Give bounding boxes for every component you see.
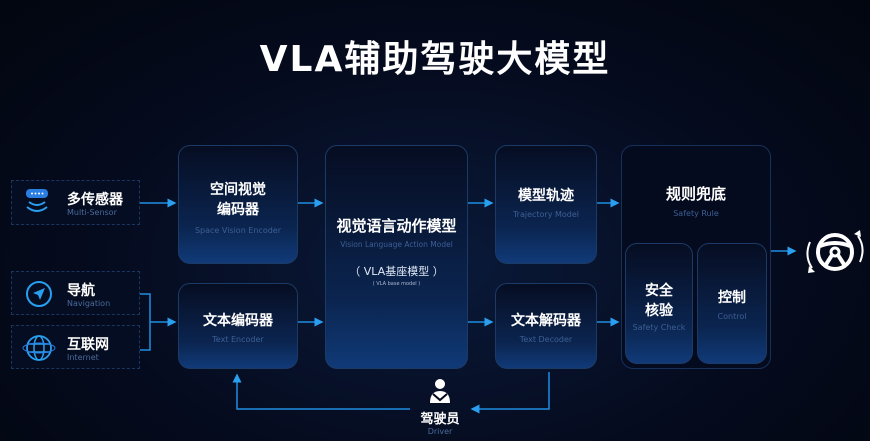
text-encoder-sublabel: Text Encoder [212,335,264,344]
input-internet: 互联网 Internet [11,325,140,369]
driver-sublabel: Driver [427,427,453,436]
driver-icon [430,379,450,403]
control-label: 控制 [718,290,746,306]
navigation-icon [26,281,52,307]
safety-check-label-2: 核验 [645,303,673,319]
input-sublabel: Multi-Sensor [67,208,117,217]
sensor-icon [26,189,48,212]
page-title: VLA辅助驾驶大模型 [259,39,611,80]
vla-base-sublabel: ( VLA base model ) [372,281,421,287]
text-decoder-label: 文本解码器 [511,313,581,329]
vla-sublabel: Vision Language Action Model [340,240,453,249]
safety-check-label-1: 安全 [645,283,673,299]
text-decoder-sublabel: Text Decoder [519,335,573,344]
trajectory-label: 模型轨迹 [518,188,574,204]
vla-label: 视觉语言动作模型 [336,217,457,235]
control-sublabel: Control [717,312,747,321]
globe-icon [22,335,56,361]
safety-rule-sublabel: Safety Rule [673,209,719,218]
space-vision-encoder-box: 空间视觉 编码器 Space Vision Encoder [178,145,298,264]
trajectory-sublabel: Trajectory Model [512,210,580,219]
text-decoder-box: 文本解码器 Text Decoder [495,283,597,369]
text-encoder-label: 文本编码器 [203,313,273,329]
vla-base-label: （ VLA基座模型 ） [349,265,444,278]
input-sublabel: Internet [67,353,99,362]
vla-model-box: 视觉语言动作模型 Vision Language Action Model （ … [325,145,468,369]
steering-wheel-icon [806,230,864,273]
space-encoder-label-1: 空间视觉 [210,182,266,198]
control-box: 控制 Control [697,243,767,364]
space-encoder-sublabel: Space Vision Encoder [194,226,282,235]
safety-check-sublabel: Safety Check [632,323,686,332]
safety-check-box: 安全 核验 Safety Check [625,243,693,364]
input-navigation: 导航 Navigation [11,271,140,315]
driver-label: 驾驶员 [420,412,460,427]
input-label: 互联网 [67,337,109,353]
trajectory-model-box: 模型轨迹 Trajectory Model [495,145,597,264]
input-label: 导航 [67,283,95,299]
input-multi-sensor: 多传感器 Multi-Sensor [11,180,140,225]
safety-rule-label: 规则兜底 [665,185,726,203]
text-encoder-box: 文本编码器 Text Encoder [178,283,298,369]
input-sublabel: Navigation [67,299,111,308]
input-label: 多传感器 [67,192,123,208]
space-encoder-label-2: 编码器 [217,202,259,218]
